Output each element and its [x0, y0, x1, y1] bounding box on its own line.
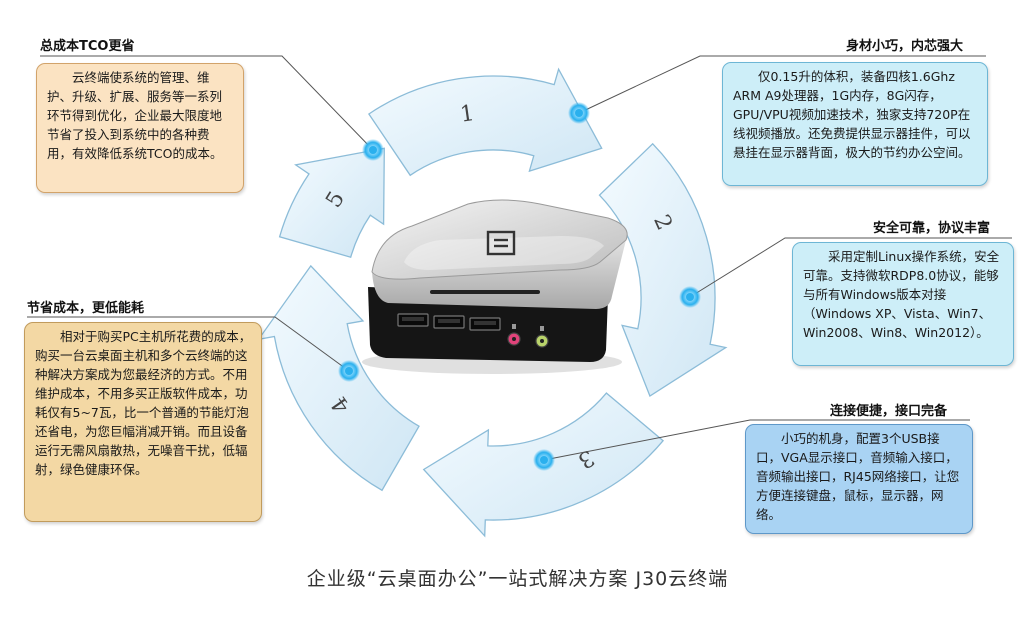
- textbox-tco-text: 云终端使系统的管理、维护、升级、扩展、服务等一系列环节得到优化，企业最大限度地节…: [47, 70, 223, 161]
- leader-line-1: [40, 55, 374, 151]
- leader-line-2: [578, 55, 986, 114]
- node-dot-2: [575, 109, 583, 117]
- textbox-compact: 仅0.15升的体积，装备四核1.6Ghz ARM A9处理器，1G内存，8G闪存…: [722, 62, 988, 186]
- textbox-secure: 采用定制Linux操作系统，安全可靠。支持微软RDP8.0协议，能够与所有Win…: [792, 242, 1014, 366]
- cycle-nodes: [338, 102, 701, 471]
- heading-secure: 安全可靠，协议丰富: [873, 221, 991, 236]
- usb-port-icon: [397, 313, 501, 331]
- textbox-secure-text: 采用定制Linux操作系统，安全可靠。支持微软RDP8.0协议，能够与所有Win…: [803, 249, 1000, 340]
- device-image: [362, 199, 628, 374]
- node-dot-3: [686, 293, 694, 301]
- heading-ports: 连接便捷，接口完备: [830, 404, 948, 419]
- leader-line-5: [543, 419, 970, 461]
- leader-line-4: [27, 316, 350, 372]
- leader-lines: [27, 55, 1012, 461]
- heading-tco: 总成本TCO更省: [40, 39, 135, 54]
- cycle-arrow-5: [278, 147, 385, 259]
- node-dot-1: [369, 146, 377, 154]
- textbox-tco: 云终端使系统的管理、维护、升级、扩展、服务等一系列环节得到优化，企业最大限度地节…: [36, 63, 244, 193]
- node-dot-5: [540, 456, 548, 464]
- audio-jack-icon: [507, 324, 549, 348]
- heading-compact: 身材小巧，内芯强大: [846, 39, 964, 54]
- heading-saving: 节省成本，更低能耗: [27, 301, 145, 316]
- caption: 企业级“云桌面办公”一站式解决方案 J30云终端: [306, 568, 729, 590]
- textbox-saving: 相对于购买PC主机所花费的成本，购买一台云桌面主机和多个云终端的这种解决方案成为…: [24, 322, 262, 522]
- textbox-ports: 小巧的机身，配置3个USB接口，VGA显示接口，音频输入接口，音频输出接口，RJ…: [745, 424, 973, 534]
- textbox-saving-text: 相对于购买PC主机所花费的成本，购买一台云桌面主机和多个云终端的这种解决方案成为…: [35, 329, 252, 477]
- textbox-ports-text: 小巧的机身，配置3个USB接口，VGA显示接口，音频输入接口，音频输出接口，RJ…: [756, 431, 960, 522]
- textbox-compact-text: 仅0.15升的体积，装备四核1.6Ghz ARM A9处理器，1G内存，8G闪存…: [733, 69, 971, 160]
- logo-icon: [486, 230, 516, 256]
- node-dot-4: [345, 367, 353, 375]
- cycle-arrow-1: [367, 67, 603, 177]
- leader-line-3: [689, 237, 1012, 298]
- step-number-1: 1: [459, 101, 476, 128]
